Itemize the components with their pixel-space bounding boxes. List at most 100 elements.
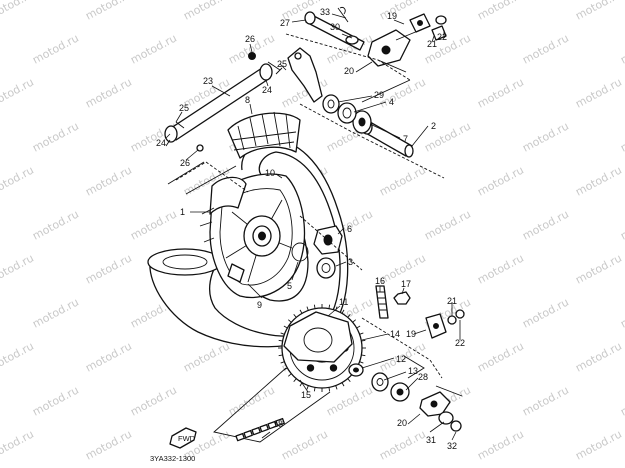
- sprocket-tooth: [352, 319, 356, 323]
- watermark-text: motod.ru: [83, 163, 134, 198]
- callout-label: 30: [330, 22, 340, 32]
- sprocket-tooth: [306, 306, 309, 311]
- callout-label: 24: [156, 138, 166, 148]
- callout-label: 16: [375, 276, 385, 286]
- watermark-text: motod.ru: [475, 163, 526, 198]
- collar: [352, 110, 372, 134]
- watermark-text: motod.ru: [618, 207, 625, 242]
- callout-labels: 33 30 27 19 22 21 20 26 25 23 24 8 29 4 …: [156, 7, 465, 451]
- callout-label: 7: [403, 134, 408, 144]
- callout-label: 23: [203, 76, 213, 86]
- watermark-text: motod.ru: [520, 207, 571, 242]
- watermark-text: motod.ru: [520, 119, 571, 154]
- watermark-text: motod.ru: [475, 339, 526, 374]
- nut-17: [393, 291, 411, 305]
- sprocket-tooth: [347, 378, 351, 382]
- fwd-label: FWD: [178, 434, 196, 443]
- watermark-text: motod.ru: [618, 295, 625, 330]
- leader-lines: [165, 13, 461, 441]
- chain-link: [267, 420, 277, 430]
- watermark-text: motod.ru: [128, 207, 179, 242]
- watermark-text: motod.ru: [128, 31, 179, 66]
- watermark-text: motod.ru: [422, 31, 473, 66]
- callout-label: 18: [273, 419, 283, 429]
- callout-label: 11: [339, 297, 348, 307]
- watermark-text: motod.ru: [83, 427, 134, 462]
- chain-puller-left: [419, 309, 465, 432]
- sprocket-tooth: [359, 361, 364, 364]
- callout-label: 8: [245, 95, 250, 105]
- watermark-text: motod.ru: [520, 31, 571, 66]
- chain-link: [251, 426, 261, 436]
- assembly-lines: [167, 33, 445, 379]
- callout-label: 26: [245, 34, 255, 44]
- watermark-text: motod.ru: [128, 383, 179, 418]
- watermark-text: motod.ru: [475, 251, 526, 286]
- callout-label: 22: [455, 338, 465, 348]
- watermark-text: motod.ru: [0, 0, 36, 23]
- watermark-text: motod.ru: [377, 427, 428, 462]
- callout-label: 24: [262, 85, 272, 95]
- sprocket-tooth: [293, 314, 297, 318]
- watermark-text: motod.ru: [181, 0, 232, 23]
- watermark-text: motod.ru: [0, 427, 36, 462]
- sprocket-tooth: [313, 387, 316, 392]
- watermark-text: motod.ru: [618, 383, 625, 418]
- callout-label: 1: [180, 207, 185, 217]
- collar-28: [390, 382, 410, 402]
- drive-chain: [213, 367, 331, 443]
- brake-bracket: [287, 47, 323, 103]
- watermark-text: motod.ru: [83, 339, 134, 374]
- watermark-text: motod.ru: [377, 163, 428, 198]
- watermark-text: motod.ru: [422, 119, 473, 154]
- callout-label: 20: [397, 418, 407, 428]
- sprocket-tooth: [341, 382, 345, 387]
- sprocket-tooth: [278, 354, 283, 357]
- watermark-text: motod.ru: [226, 383, 277, 418]
- sprocket-tooth: [328, 304, 331, 309]
- watermark-text: motod.ru: [573, 75, 624, 110]
- watermark-text: motod.ru: [30, 383, 81, 418]
- sprocket-tooth: [356, 325, 361, 329]
- watermark-text: motod.ru: [324, 383, 375, 418]
- watermark-text: motod.ru: [30, 295, 81, 330]
- fwd-arrow-icon: FWD: [169, 427, 197, 449]
- callout-label: 12: [396, 354, 406, 364]
- callout-label: 14: [390, 329, 400, 339]
- callout-label: 10: [265, 168, 275, 178]
- sprocket-tooth: [280, 332, 285, 335]
- bearing-3: [316, 257, 336, 279]
- o-ring-5: [291, 242, 309, 262]
- watermark-text: motod.ru: [520, 295, 571, 330]
- chain-link: [235, 432, 245, 442]
- sprocket-tooth: [293, 378, 297, 382]
- callout-label: 33: [320, 7, 330, 17]
- sprocket-tooth: [361, 339, 366, 342]
- drawing-code: 3YA332-1300: [150, 454, 195, 463]
- callout-label: 5: [287, 281, 292, 291]
- sprocket-bolt-hole: [306, 364, 315, 372]
- clutch-hub: [283, 311, 353, 363]
- watermark-text: motod.ru: [83, 251, 134, 286]
- stud-16: [375, 285, 389, 319]
- watermark-text: motod.ru: [0, 339, 36, 374]
- sprocket-tooth: [288, 319, 292, 323]
- sprocket-tooth: [306, 385, 309, 390]
- callout-label: 32: [447, 441, 457, 451]
- sprocket-tooth: [341, 309, 345, 314]
- callout-label: 25: [179, 103, 189, 113]
- watermark-text: motod.ru: [377, 75, 428, 110]
- sprocket-tooth: [347, 314, 351, 318]
- callout-label: 15: [301, 390, 311, 400]
- sprocket-tooth: [313, 304, 316, 309]
- bearing-29: [322, 94, 340, 114]
- sprocket-tooth: [335, 385, 338, 390]
- watermark-text: motod.ru: [573, 0, 624, 23]
- callout-label: 31: [426, 435, 436, 445]
- watermark-text: motod.ru: [83, 0, 134, 23]
- chain-link: [259, 423, 269, 433]
- sprocket-tooth: [328, 387, 331, 392]
- watermark-text: motod.ru: [618, 119, 625, 154]
- callout-label: 27: [280, 18, 290, 28]
